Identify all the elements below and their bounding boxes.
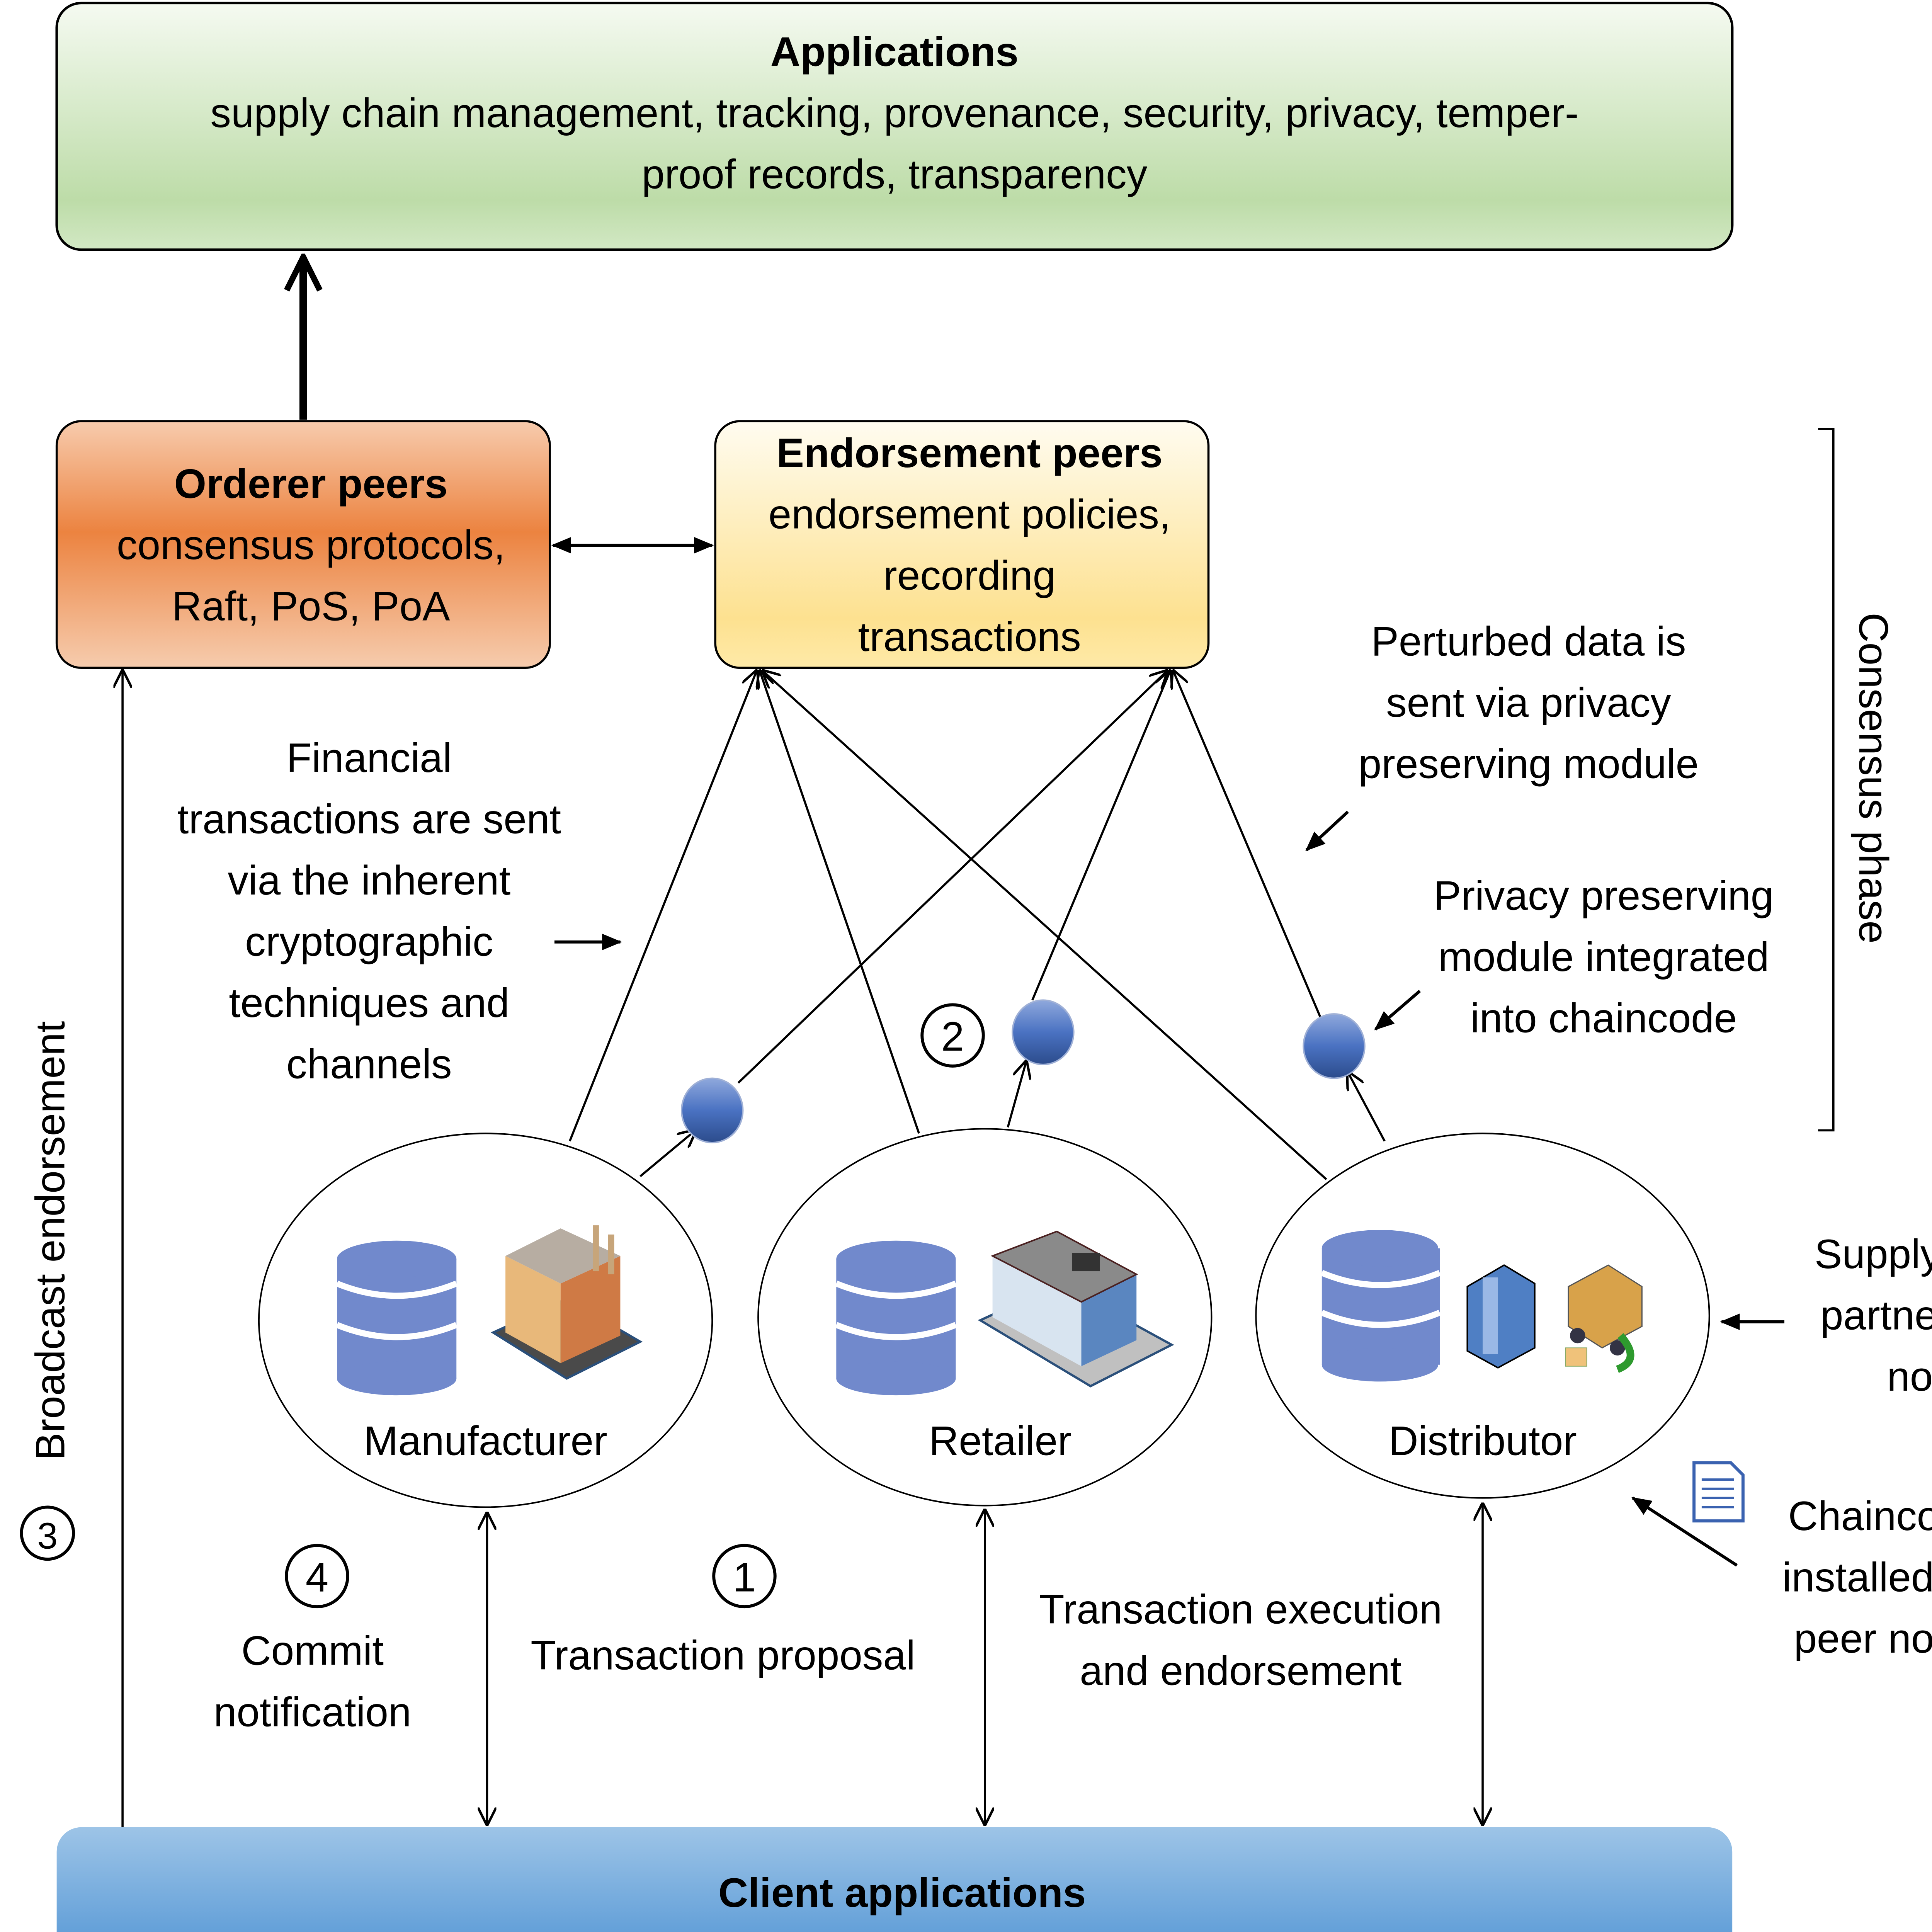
endorsement-peers-box: Endorsement peers endorsement policies, … <box>714 420 1210 669</box>
svg-text:cryptographic: cryptographic <box>245 918 493 964</box>
svg-text:Perturbed data is: Perturbed data is <box>1371 618 1686 665</box>
distributor-module-to-endorsement-right <box>1173 671 1321 1018</box>
peer-node-distributor[interactable]: Distributor <box>1255 1133 1710 1499</box>
orderer-peers-box: Orderer peers consensus protocols, Raft,… <box>55 420 551 669</box>
orderer-line-2: Raft, PoS, PoA <box>172 583 450 629</box>
manufacturer-module-to-endorsement-right <box>737 671 1167 1084</box>
commit-label-1: Commit <box>241 1628 384 1674</box>
store-icon <box>978 1230 1174 1388</box>
svg-text:preserving module: preserving module <box>1359 741 1699 787</box>
transaction-proposal-label: Transaction proposal <box>531 1632 915 1679</box>
node-label-retailer: Retailer <box>929 1418 1071 1464</box>
svg-text:4: 4 <box>306 1554 329 1600</box>
database-icon <box>835 1240 957 1396</box>
manufacturer-to-module-arrow <box>639 1130 696 1177</box>
privacy-module-pointer-arrow <box>1374 990 1421 1031</box>
peer-node-retailer[interactable]: Retailer <box>757 1128 1213 1507</box>
orderer-line-1: consensus protocols, <box>117 522 505 568</box>
endorsement-line-2: recording <box>883 552 1056 599</box>
document-icon <box>1692 1461 1745 1523</box>
node-label-manufacturer: Manufacturer <box>364 1418 607 1464</box>
svg-text:channels: channels <box>286 1041 452 1087</box>
orderer-title: Orderer peers <box>174 460 448 507</box>
step-2-badge: 2 <box>920 1003 985 1068</box>
svg-text:via the inherent: via the inherent <box>228 857 510 903</box>
endorsement-line-1: endorsement policies, <box>769 491 1171 537</box>
applications-title: Applications <box>770 28 1019 75</box>
client-title: Client applications <box>718 1869 1086 1916</box>
factory-icon <box>491 1225 643 1380</box>
svg-text:transactions are sent: transactions are sent <box>177 796 561 842</box>
database-icon <box>336 1240 458 1396</box>
endorsement-title: Endorsement peers <box>777 430 1163 476</box>
privacy-module-distributor <box>1303 1013 1366 1079</box>
endorsement-line-3: transactions <box>858 614 1081 660</box>
chaincode-annotation: Chaincode installed on peer node <box>1782 1493 1932 1662</box>
execution-label-1: Transaction execution <box>1039 1586 1442 1633</box>
peer-node-manufacturer[interactable]: Manufacturer <box>258 1133 713 1508</box>
retailer-to-module-arrow <box>1007 1061 1026 1128</box>
supply-chain-partner-annotation: Supply chain partner/peer node <box>1815 1231 1932 1400</box>
perturbed-annotation: Perturbed data is sent via privacy prese… <box>1359 618 1699 787</box>
broadcast-endorsement-label: Broadcast endorsement <box>27 1021 73 1460</box>
step-4-badge: 4 <box>285 1544 349 1609</box>
svg-text:peer node: peer node <box>1794 1615 1932 1662</box>
client-line-1: query transactions i.e., range query, ge… <box>442 1931 1363 1932</box>
svg-text:2: 2 <box>941 1013 964 1060</box>
database-icon <box>1320 1230 1441 1382</box>
svg-text:Supply chain: Supply chain <box>1815 1231 1932 1277</box>
distributor-to-endorsement-left <box>763 671 1327 1180</box>
privacy-module-manufacturer <box>680 1077 744 1144</box>
svg-text:Privacy preserving: Privacy preserving <box>1434 872 1774 919</box>
execution-label-2: and endorsement <box>1080 1647 1401 1694</box>
svg-text:installed on: installed on <box>1782 1554 1932 1600</box>
manufacturer-to-endorsement-left <box>568 671 757 1142</box>
node-label-distributor: Distributor <box>1388 1418 1577 1464</box>
consensus-phase-label: Consensus phase <box>1850 612 1897 944</box>
svg-text:sent via privacy: sent via privacy <box>1386 679 1671 726</box>
applications-line-2: proof records, transparency <box>642 151 1148 197</box>
retailer-module-to-endorsement-right <box>1031 671 1170 1001</box>
svg-text:into chaincode: into chaincode <box>1470 995 1737 1041</box>
consensus-phase-bracket <box>1818 428 1835 1132</box>
step-3-badge: 3 <box>20 1505 75 1561</box>
svg-text:Financial: Financial <box>286 735 452 781</box>
svg-text:module integrated: module integrated <box>1438 934 1769 980</box>
retailer-to-endorsement-left <box>760 671 920 1134</box>
svg-text:1: 1 <box>733 1554 756 1600</box>
endorsement-arrows <box>568 671 1327 1180</box>
perturbed-pointer-arrow <box>1305 810 1349 851</box>
distribution-icon <box>1466 1264 1643 1373</box>
distributor-to-module-arrow <box>1348 1072 1386 1142</box>
svg-text:partner/peer: partner/peer <box>1820 1292 1932 1338</box>
chaincode-pointer-arrow <box>1631 1497 1738 1567</box>
step-1-badge: 1 <box>712 1544 777 1609</box>
applications-line-1: supply chain management, tracking, prove… <box>210 90 1578 136</box>
svg-text:node: node <box>1887 1353 1932 1400</box>
svg-text:3: 3 <box>37 1515 58 1556</box>
commit-label-2: notification <box>214 1689 412 1735</box>
applications-box: Applications supply chain management, tr… <box>55 2 1734 251</box>
financial-annotation: Financial transactions are sent via the … <box>177 735 561 1087</box>
privacy-module-annotation: Privacy preserving module integrated int… <box>1434 872 1774 1041</box>
svg-text:techniques and: techniques and <box>229 980 509 1026</box>
privacy-module-retailer <box>1012 999 1075 1065</box>
client-applications-box: Client applications query transactions i… <box>56 1827 1733 1932</box>
svg-text:Chaincode: Chaincode <box>1788 1493 1932 1539</box>
